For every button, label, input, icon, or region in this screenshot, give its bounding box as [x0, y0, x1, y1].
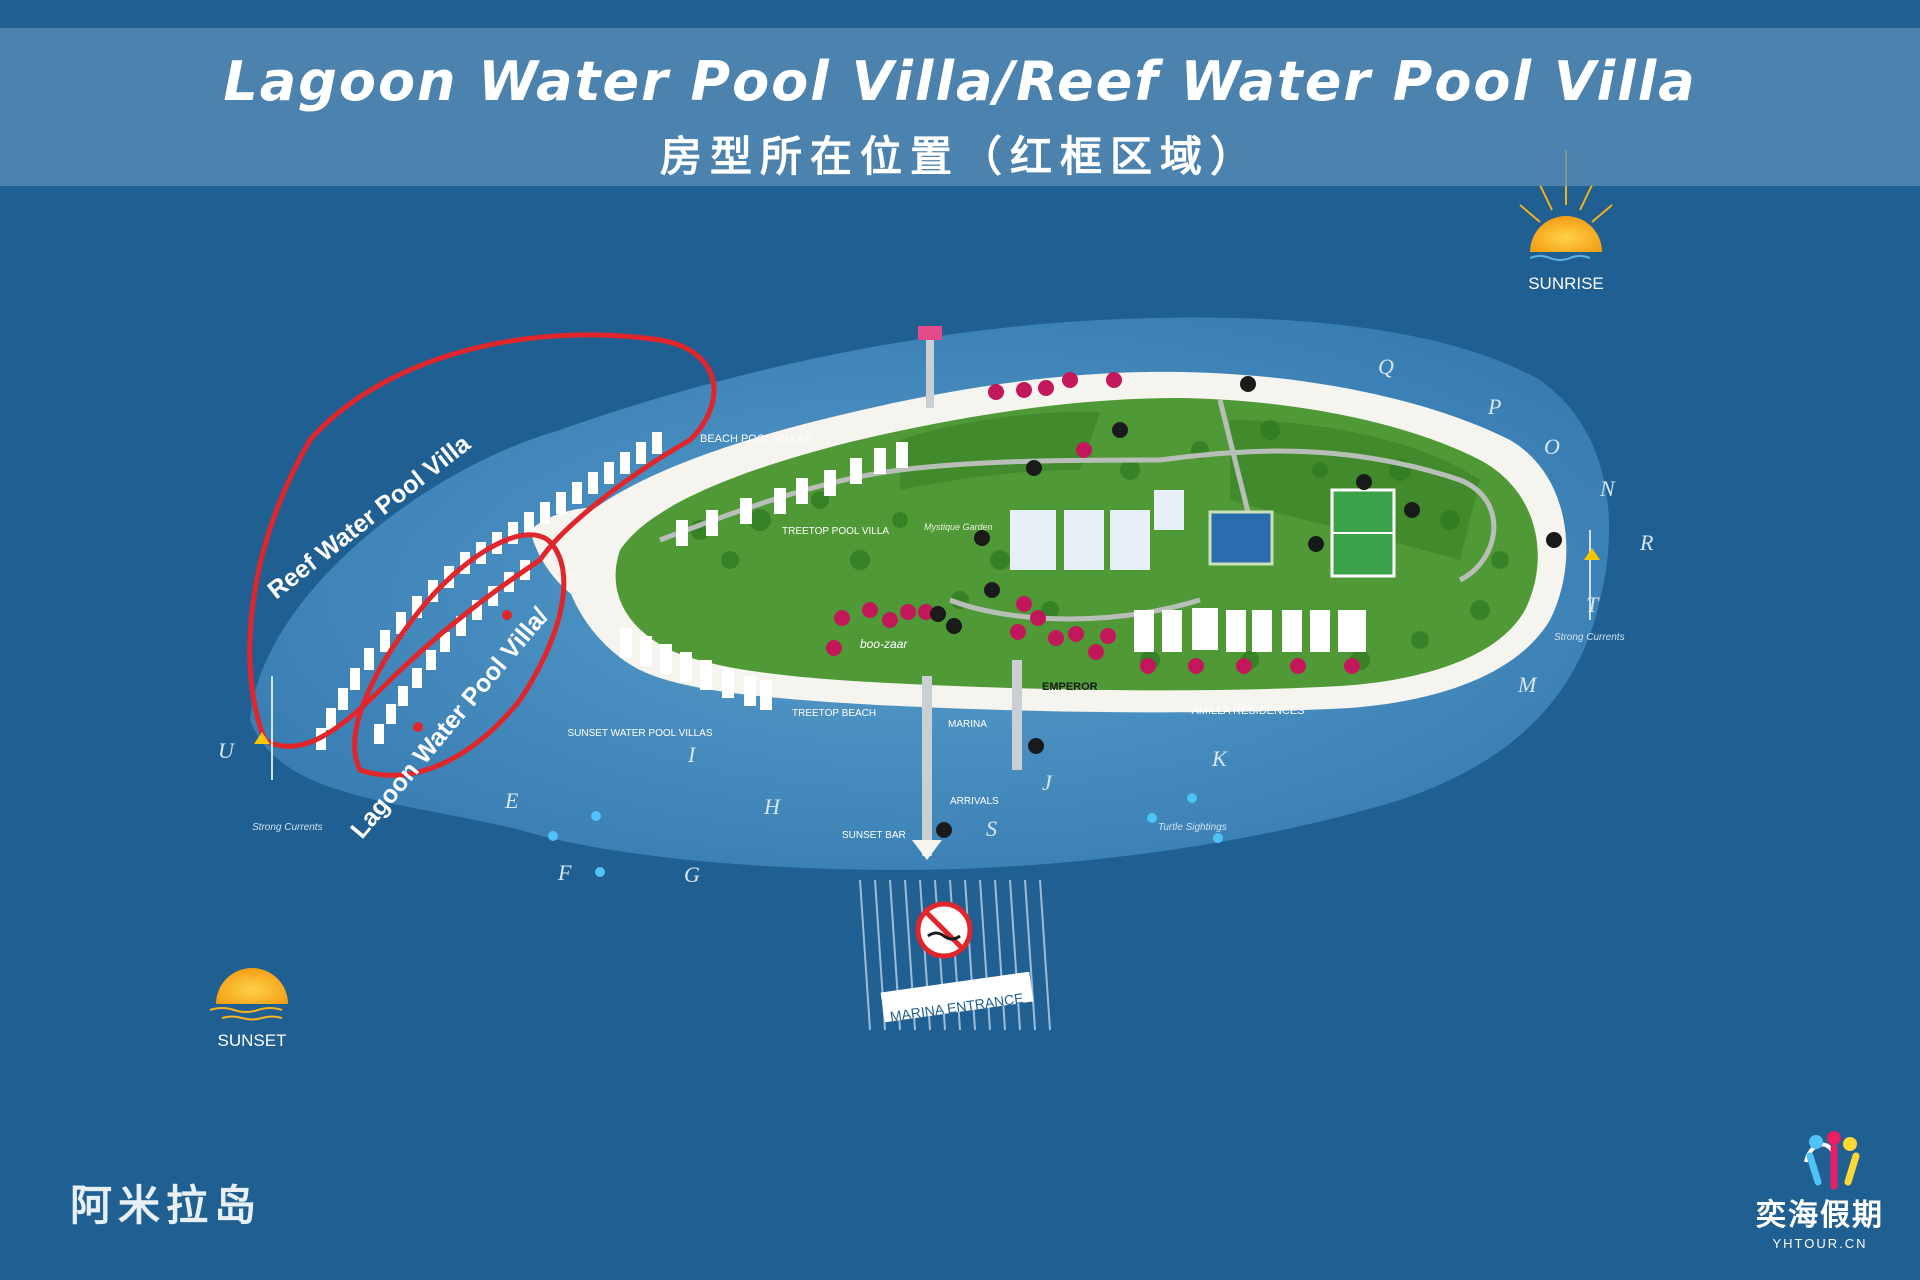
brand-name-en: YHTOUR.CN	[1772, 1236, 1868, 1251]
brand-logo-icon	[1804, 1131, 1860, 1190]
beach-villas	[676, 442, 908, 546]
dive-site-j: J	[1042, 770, 1053, 795]
arrivals-label: ARRIVALS	[950, 796, 999, 807]
page-subtitle: 房型所在位置（红框区域）	[659, 132, 1260, 181]
warning-icon-east	[1584, 548, 1600, 560]
dive-site-h: H	[763, 794, 781, 819]
brand-block: 奕海假期 YHTOUR.CN	[1740, 1120, 1900, 1251]
treetop-pool-villa-label: TREETOP POOL VILLA	[782, 526, 889, 537]
brand-name-cn: 奕海假期	[1756, 1198, 1884, 1233]
sunset-water-pool-villas-label: SUNSET WATER POOL VILLAS	[567, 728, 712, 739]
sunset-water-villas	[620, 628, 772, 710]
residences	[1134, 608, 1366, 652]
amilla-residences-label: AMILLA RESIDENCES	[1191, 705, 1304, 717]
mystique-garden-label: Mystique Garden	[924, 522, 993, 532]
sunset-label: SUNSET	[218, 1031, 287, 1050]
title-banner: Lagoon Water Pool Villa/Reef Water Pool …	[0, 28, 1920, 186]
dive-site-o: O	[1544, 434, 1560, 459]
treetop-beach-label: TREETOP BEACH	[792, 708, 876, 719]
dive-site-u: U	[218, 738, 236, 763]
sand-spit	[530, 507, 643, 610]
tennis-court	[1208, 510, 1274, 566]
beach-pool-villas-label: BEACH POOL VILLAS	[700, 433, 811, 445]
dive-site-m: M	[1517, 672, 1538, 697]
east-jetty	[1012, 660, 1022, 770]
strong-currents-east-label: Strong Currents	[1554, 632, 1625, 643]
lagoon-highlight-outline	[352, 532, 567, 778]
warning-icon-west	[254, 732, 270, 744]
paths	[659, 399, 1497, 622]
page-title: Lagoon Water Pool Villa/Reef Water Pool …	[223, 50, 1697, 113]
marina-jetty	[922, 676, 932, 856]
island-name: 阿米拉岛	[70, 1181, 263, 1230]
sunrise-label: SUNRISE	[1528, 274, 1604, 293]
no-swimming-icon	[915, 901, 973, 959]
sunset-icon	[209, 968, 288, 1021]
strong-currents-west-label: Strong Currents	[252, 822, 323, 833]
dive-site-e: E	[504, 788, 519, 813]
dive-site-g: G	[684, 862, 700, 887]
facility-markers-dark	[930, 376, 1562, 838]
dive-site-k: K	[1211, 746, 1228, 771]
turtle-sightings-label: Turtle Sightings	[1158, 822, 1227, 833]
marina-label: MARINA	[948, 719, 987, 730]
dive-site-s: S	[986, 816, 997, 841]
dive-site-r: R	[1639, 530, 1654, 555]
snorkel-markers	[548, 793, 1223, 877]
bazaar-label: boo-zaar	[860, 637, 908, 651]
dive-site-f: F	[557, 860, 572, 885]
emperor-label: EMPEROR	[1042, 681, 1098, 693]
sunset-bar-label: SUNSET BAR	[842, 830, 906, 841]
dive-site-t: T	[1586, 592, 1600, 617]
dive-site-n: N	[1599, 476, 1616, 501]
trees	[690, 420, 1509, 670]
dive-site-q: Q	[1378, 354, 1394, 379]
north-jetty	[926, 336, 934, 408]
facility-markers	[826, 372, 1360, 674]
sunset-bar-marker	[912, 840, 942, 860]
jetty-28-marker	[918, 326, 942, 340]
dive-site-i: I	[687, 742, 697, 767]
central-buildings	[1010, 490, 1184, 570]
dive-site-p: P	[1487, 394, 1501, 419]
marina-entrance-label-bg	[880, 971, 1034, 1023]
reef-highlight-outline	[247, 332, 717, 749]
